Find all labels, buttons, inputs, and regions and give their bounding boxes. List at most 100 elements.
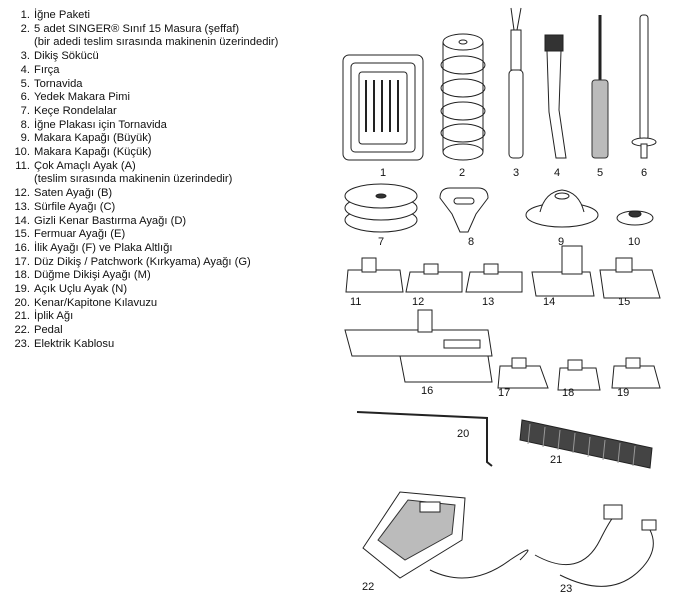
felt-washers-drawing bbox=[344, 183, 418, 233]
figure-label: 14 bbox=[543, 296, 555, 308]
item-number: 22. bbox=[14, 324, 30, 337]
item-number: 8. bbox=[20, 118, 30, 131]
plate-screwdriver-drawing bbox=[439, 187, 489, 233]
figure-label: 12 bbox=[412, 296, 424, 308]
item-number: 15. bbox=[14, 228, 30, 241]
figure-label: 15 bbox=[618, 296, 630, 308]
item-text: Düz Dikiş / Patchwork (Kırkyama) Ayağı (… bbox=[34, 255, 251, 268]
figure-label: 9 bbox=[558, 236, 564, 248]
item-number: 11. bbox=[15, 159, 30, 172]
figure-label: 22 bbox=[362, 581, 374, 593]
item-text: Keçe Rondelalar bbox=[34, 104, 117, 117]
list-item: 22. Pedal bbox=[8, 324, 278, 338]
list-item: 10. Makara Kapağı (Küçük) bbox=[8, 146, 278, 160]
figure-label: 23 bbox=[560, 583, 572, 595]
item-text: Pedal bbox=[34, 324, 63, 337]
screwdriver-drawing bbox=[591, 15, 609, 159]
seam-ripper-drawing bbox=[508, 7, 524, 159]
thread-net-drawing bbox=[519, 419, 653, 469]
item-number: 23. bbox=[14, 337, 30, 350]
list-item: 18. Düğme Dikişi Ayağı (M) bbox=[8, 269, 278, 283]
figure-label: 20 bbox=[457, 428, 469, 440]
list-item: 6. Yedek Makara Pimi bbox=[8, 91, 278, 105]
list-item: 7. Keçe Rondelalar bbox=[8, 105, 278, 119]
figure-label: 21 bbox=[550, 454, 562, 466]
needle-pack-drawing bbox=[342, 54, 424, 161]
figure-label: 3 bbox=[513, 167, 519, 179]
item-number: 9. bbox=[20, 132, 30, 145]
item-text: Kenar/Kapitone Kılavuzu bbox=[34, 296, 158, 309]
list-item: 14.Gizli Kenar Bastırma Ayağı (D) bbox=[8, 215, 278, 229]
bobbin-stack-drawing bbox=[440, 33, 486, 161]
item-text: Yedek Makara Pimi bbox=[34, 91, 130, 104]
item-text: İğne Paketi bbox=[34, 9, 90, 21]
list-item: 1. İğne Paketi bbox=[8, 9, 278, 23]
item-text: Elektrik Kablosu bbox=[34, 337, 115, 350]
item-number: 18. bbox=[14, 269, 30, 282]
figure-label: 19 bbox=[617, 387, 629, 399]
item-number: 7. bbox=[20, 104, 30, 117]
figure-label: 4 bbox=[554, 167, 560, 179]
item-text: Dikiş Sökücü bbox=[34, 50, 99, 63]
item-text: 5 adet SINGER® Sınıf 15 Masura (şeffaf) bbox=[34, 22, 240, 35]
list-item: 2. 5 adet SINGER® Sınıf 15 Masura (şeffaf… bbox=[8, 23, 278, 37]
item-number: 1. bbox=[20, 9, 30, 21]
item-text: Fermuar Ayağı (E) bbox=[34, 228, 126, 241]
spool-cap-large-drawing bbox=[525, 189, 599, 228]
item-number: 16. bbox=[14, 241, 30, 254]
item-number: 21. bbox=[14, 310, 30, 323]
figure-label: 11 bbox=[350, 296, 361, 308]
item-number: 2. bbox=[20, 22, 30, 35]
item-text: İplik Ağı bbox=[34, 310, 74, 323]
item-text: Çok Amaçlı Ayak (A) bbox=[34, 159, 136, 172]
item-text: Saten Ayağı (B) bbox=[34, 187, 113, 200]
presser-feet-row-drawing bbox=[345, 245, 661, 299]
figure-label: 1 bbox=[380, 167, 386, 179]
buttonhole-foot-drawing bbox=[344, 309, 493, 383]
item-text: Tornavida bbox=[34, 77, 83, 90]
item-text: İlik Ayağı (F) ve Plaka Altlığı bbox=[34, 241, 173, 254]
presser-feet-small-drawing bbox=[497, 357, 661, 391]
item-note: (bir adedi teslim sırasında makinenin üz… bbox=[34, 36, 279, 49]
item-text: Gizli Kenar Bastırma Ayağı (D) bbox=[34, 214, 187, 227]
item-number: 17. bbox=[14, 255, 30, 268]
list-item: 9. Makara Kapağı (Büyük) bbox=[8, 132, 278, 146]
item-number: 19. bbox=[14, 283, 30, 296]
list-item: 13. Sürfile Ayağı (C) bbox=[8, 201, 278, 215]
list-item: 16. İlik Ayağı (F) ve Plaka Altlığı bbox=[8, 242, 278, 256]
list-item: 4.Fırça bbox=[8, 64, 278, 78]
item-text: Düğme Dikişi Ayağı (M) bbox=[34, 269, 151, 282]
figure-label: 5 bbox=[597, 167, 603, 179]
accessory-list: 1. İğne Paketi 2. 5 adet SINGER® Sınıf 15 M… bbox=[8, 9, 278, 352]
list-item: 17. Düz Dikiş / Patchwork (Kırkyama) Ayağ… bbox=[8, 256, 278, 270]
figure-label: 7 bbox=[378, 236, 384, 248]
item-number: 10. bbox=[14, 146, 30, 159]
foot-pedal-drawing bbox=[362, 491, 529, 579]
list-item: 15. Fermuar Ayağı (E) bbox=[8, 228, 278, 242]
list-item: 5. Tornavida bbox=[8, 78, 278, 92]
item-text: Fırça bbox=[34, 63, 60, 76]
item-text: Açık Uçlu Ayak (N) bbox=[34, 283, 128, 296]
item-text: Makara Kapağı (Büyük) bbox=[34, 132, 152, 145]
figure-label: 16 bbox=[421, 385, 433, 397]
figure-label: 2 bbox=[459, 167, 465, 179]
item-number: 6. bbox=[20, 91, 30, 104]
item-number: 5. bbox=[20, 77, 30, 90]
list-item: 23. Elektrik Kablosu bbox=[8, 338, 278, 352]
list-item: 19. Açık Uçlu Ayak (N) bbox=[8, 283, 278, 297]
item-number: 12. bbox=[14, 187, 30, 200]
item-text: İğne Plakası için Tornavida bbox=[34, 118, 167, 131]
list-item: 12. Saten Ayağı (B) bbox=[8, 187, 278, 201]
item-note: (teslim sırasında makinenin üzerindedir) bbox=[34, 173, 233, 186]
item-text: Sürfile Ayağı (C) bbox=[34, 200, 116, 213]
figure-label: 10 bbox=[628, 236, 640, 248]
item-number: 20. bbox=[14, 296, 30, 309]
spool-cap-small-drawing bbox=[616, 210, 654, 226]
power-cord-drawing bbox=[534, 504, 657, 587]
item-text: Makara Kapağı (Küçük) bbox=[34, 146, 152, 159]
list-item: 11. Çok Amaçlı Ayak (A) bbox=[8, 160, 278, 174]
item-number: 13. bbox=[14, 200, 30, 213]
edge-guide-drawing bbox=[356, 411, 493, 467]
list-item: 8. İğne Plakası için Tornavida bbox=[8, 119, 278, 133]
